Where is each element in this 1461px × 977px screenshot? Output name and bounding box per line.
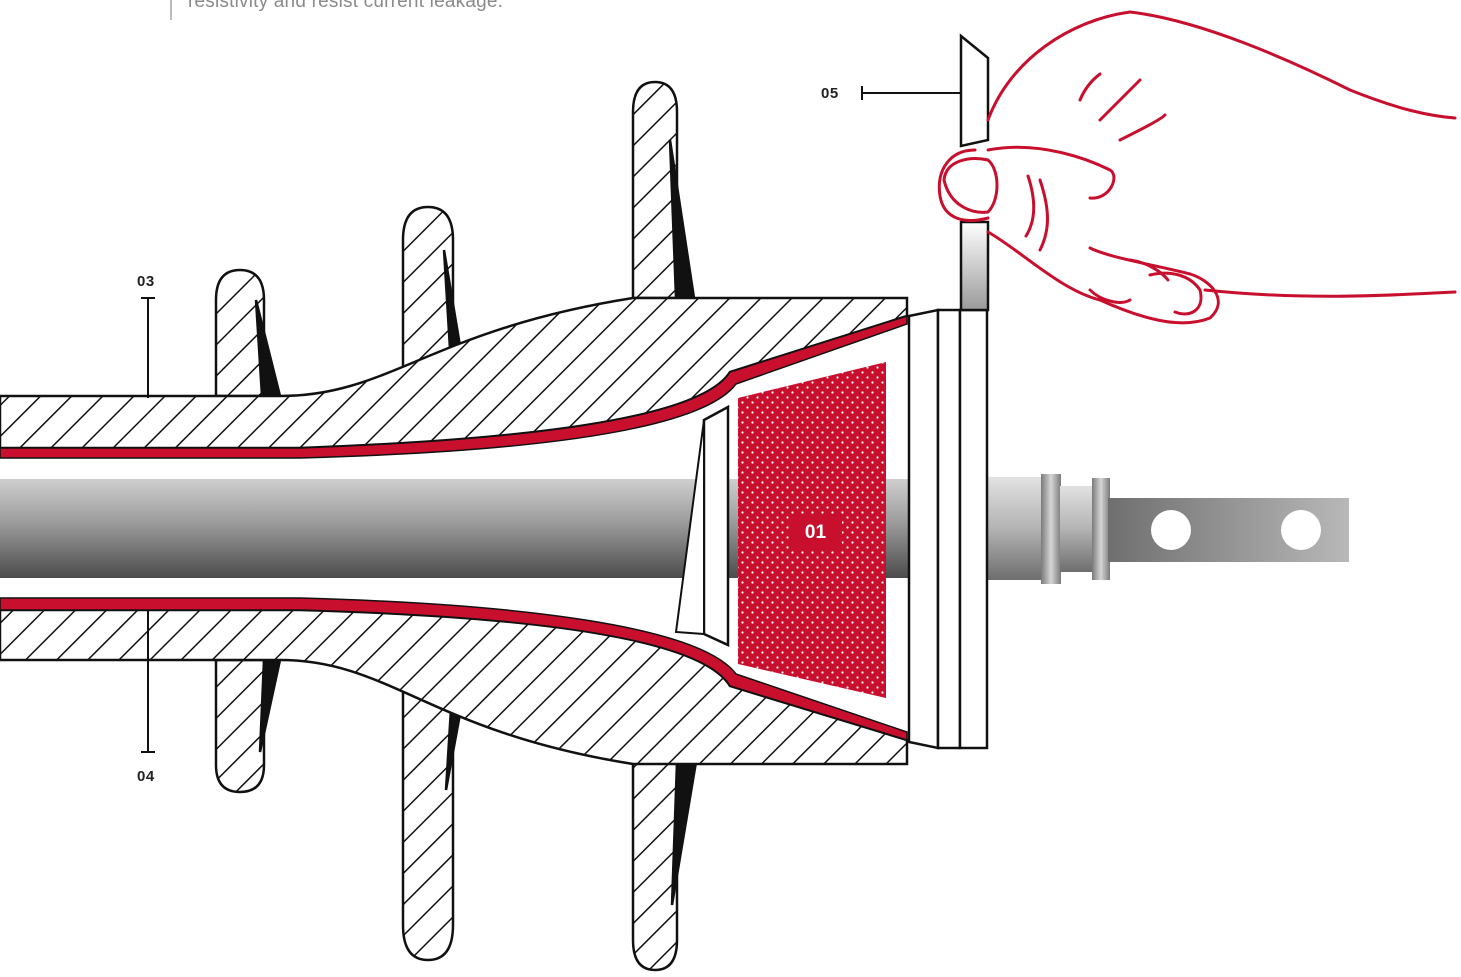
- hand-illustration: [937, 10, 1457, 325]
- lower-sheds: [214, 658, 698, 972]
- lug-hole-1: [1151, 510, 1191, 550]
- callout-05-label: 05: [821, 85, 839, 102]
- caption-text: resistivity and resist current leakage.: [188, 0, 504, 12]
- lower-red-layer: [0, 597, 908, 742]
- stress-cone-left: [674, 419, 705, 636]
- blade-tool: [959, 33, 990, 148]
- blade-grip: [959, 220, 990, 312]
- caption-rule: [170, 0, 172, 20]
- callout-leaders: [141, 86, 961, 753]
- crimp-ring-right: [1092, 478, 1110, 580]
- stress-cone-insert: [702, 404, 730, 647]
- crimp-body: [1060, 486, 1094, 572]
- conductor-rod-end: [985, 477, 1045, 580]
- callout-03-label: 03: [137, 273, 155, 290]
- upper-red-layer: [0, 314, 908, 459]
- end-cap: [907, 308, 989, 750]
- callout-04-label: 04: [137, 768, 155, 785]
- lug-hole-2: [1281, 510, 1321, 550]
- callout-01-badge: 01: [789, 514, 842, 551]
- crimp-ring-left: [1041, 474, 1061, 584]
